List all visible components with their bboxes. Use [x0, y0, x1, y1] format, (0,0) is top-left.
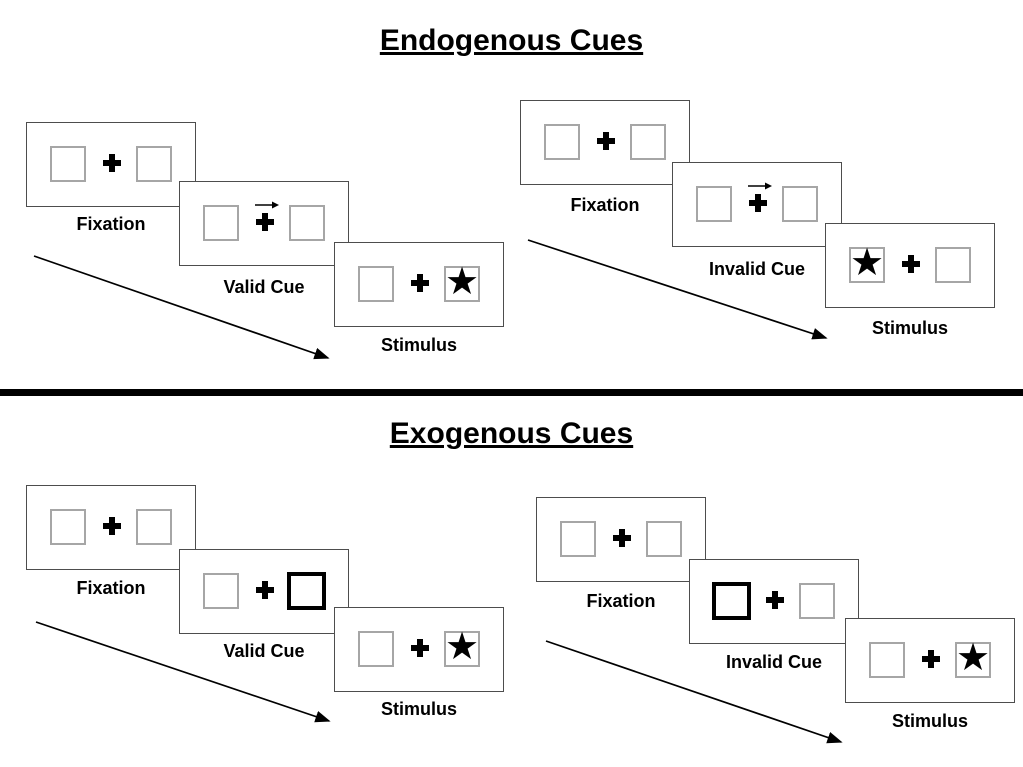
target-box-right: ★: [444, 261, 480, 303]
cue-highlight-box-left: [712, 582, 751, 620]
fixation-cross-icon: [613, 529, 631, 547]
placeholder-box-left: [544, 124, 580, 160]
target-star-icon: ★: [444, 626, 480, 668]
card-label-invalid-cue: Invalid Cue: [708, 259, 806, 279]
card-label-fixation: Fixation: [76, 578, 146, 598]
placeholder-box-right: [289, 205, 325, 241]
fixation-cross-icon: [597, 132, 615, 150]
placeholder-box-left: [50, 146, 86, 182]
fixation-cross-icon: [749, 194, 767, 212]
screen-card-fixation: [520, 100, 690, 185]
card-label-stimulus: Stimulus: [380, 335, 457, 355]
card-label-valid-cue: Valid Cue: [223, 641, 305, 661]
screen-card-invalid-cue: [689, 559, 859, 644]
card-label-fixation: Fixation: [76, 214, 146, 234]
timeline-arrow: [545, 640, 843, 744]
section-title-endogenous: Endogenous Cues: [379, 24, 644, 57]
screen-card-fixation: [26, 485, 196, 570]
placeholder-box-right: [782, 186, 818, 222]
screen-card-stimulus: ★: [334, 607, 504, 692]
placeholder-box-right: [630, 124, 666, 160]
screen-card-invalid-cue: [672, 162, 842, 247]
section-title-exogenous: Exogenous Cues: [389, 417, 634, 450]
target-star-icon: ★: [849, 242, 885, 284]
screen-card-stimulus: ★: [845, 618, 1015, 703]
card-label-fixation: Fixation: [586, 591, 656, 611]
timeline-arrow: [35, 621, 331, 723]
timeline-arrow: [527, 239, 828, 340]
fixation-cross-icon: [902, 255, 920, 273]
target-box-right: ★: [444, 626, 480, 668]
timeline-arrow: [33, 255, 330, 360]
cue-arrow-icon: [255, 201, 279, 209]
cue-arrow-icon: [748, 182, 772, 190]
card-label-fixation: Fixation: [570, 195, 640, 215]
placeholder-box-left: [560, 521, 596, 557]
screen-card-stimulus: ★: [334, 242, 504, 327]
card-label-stimulus: Stimulus: [871, 318, 948, 338]
target-star-icon: ★: [444, 261, 480, 303]
fixation-cross-icon: [103, 517, 121, 535]
fixation-cross-icon: [922, 650, 940, 668]
placeholder-box-left: [358, 266, 394, 302]
screen-card-fixation: [26, 122, 196, 207]
placeholder-box-left: [50, 509, 86, 545]
placeholder-box-right: [646, 521, 682, 557]
fixation-cross-icon: [256, 581, 274, 599]
target-box-right: ★: [955, 637, 991, 679]
fixation-cross-icon: [256, 213, 274, 231]
screen-card-fixation: [536, 497, 706, 582]
card-label-invalid-cue: Invalid Cue: [725, 652, 823, 672]
placeholder-box-left: [203, 205, 239, 241]
section-divider: [0, 389, 1023, 396]
card-label-valid-cue: Valid Cue: [223, 277, 305, 297]
placeholder-box-right: [136, 146, 172, 182]
fixation-cross-icon: [766, 591, 784, 609]
target-box-left: ★: [849, 242, 885, 284]
cue-highlight-box-right: [287, 572, 326, 610]
screen-card-stimulus: ★: [825, 223, 995, 308]
placeholder-box-left: [869, 642, 905, 678]
fixation-cross-icon: [103, 154, 121, 172]
screen-card-valid-cue: [179, 181, 349, 266]
placeholder-box-left: [203, 573, 239, 609]
screen-card-valid-cue: [179, 549, 349, 634]
fixation-cross-icon: [411, 639, 429, 657]
target-star-icon: ★: [955, 637, 991, 679]
card-label-stimulus: Stimulus: [380, 699, 457, 719]
placeholder-box-right: [799, 583, 835, 619]
placeholder-box-left: [358, 631, 394, 667]
placeholder-box-left: [696, 186, 732, 222]
fixation-cross-icon: [411, 274, 429, 292]
card-label-stimulus: Stimulus: [891, 711, 968, 731]
placeholder-box-right: [935, 247, 971, 283]
placeholder-box-right: [136, 509, 172, 545]
